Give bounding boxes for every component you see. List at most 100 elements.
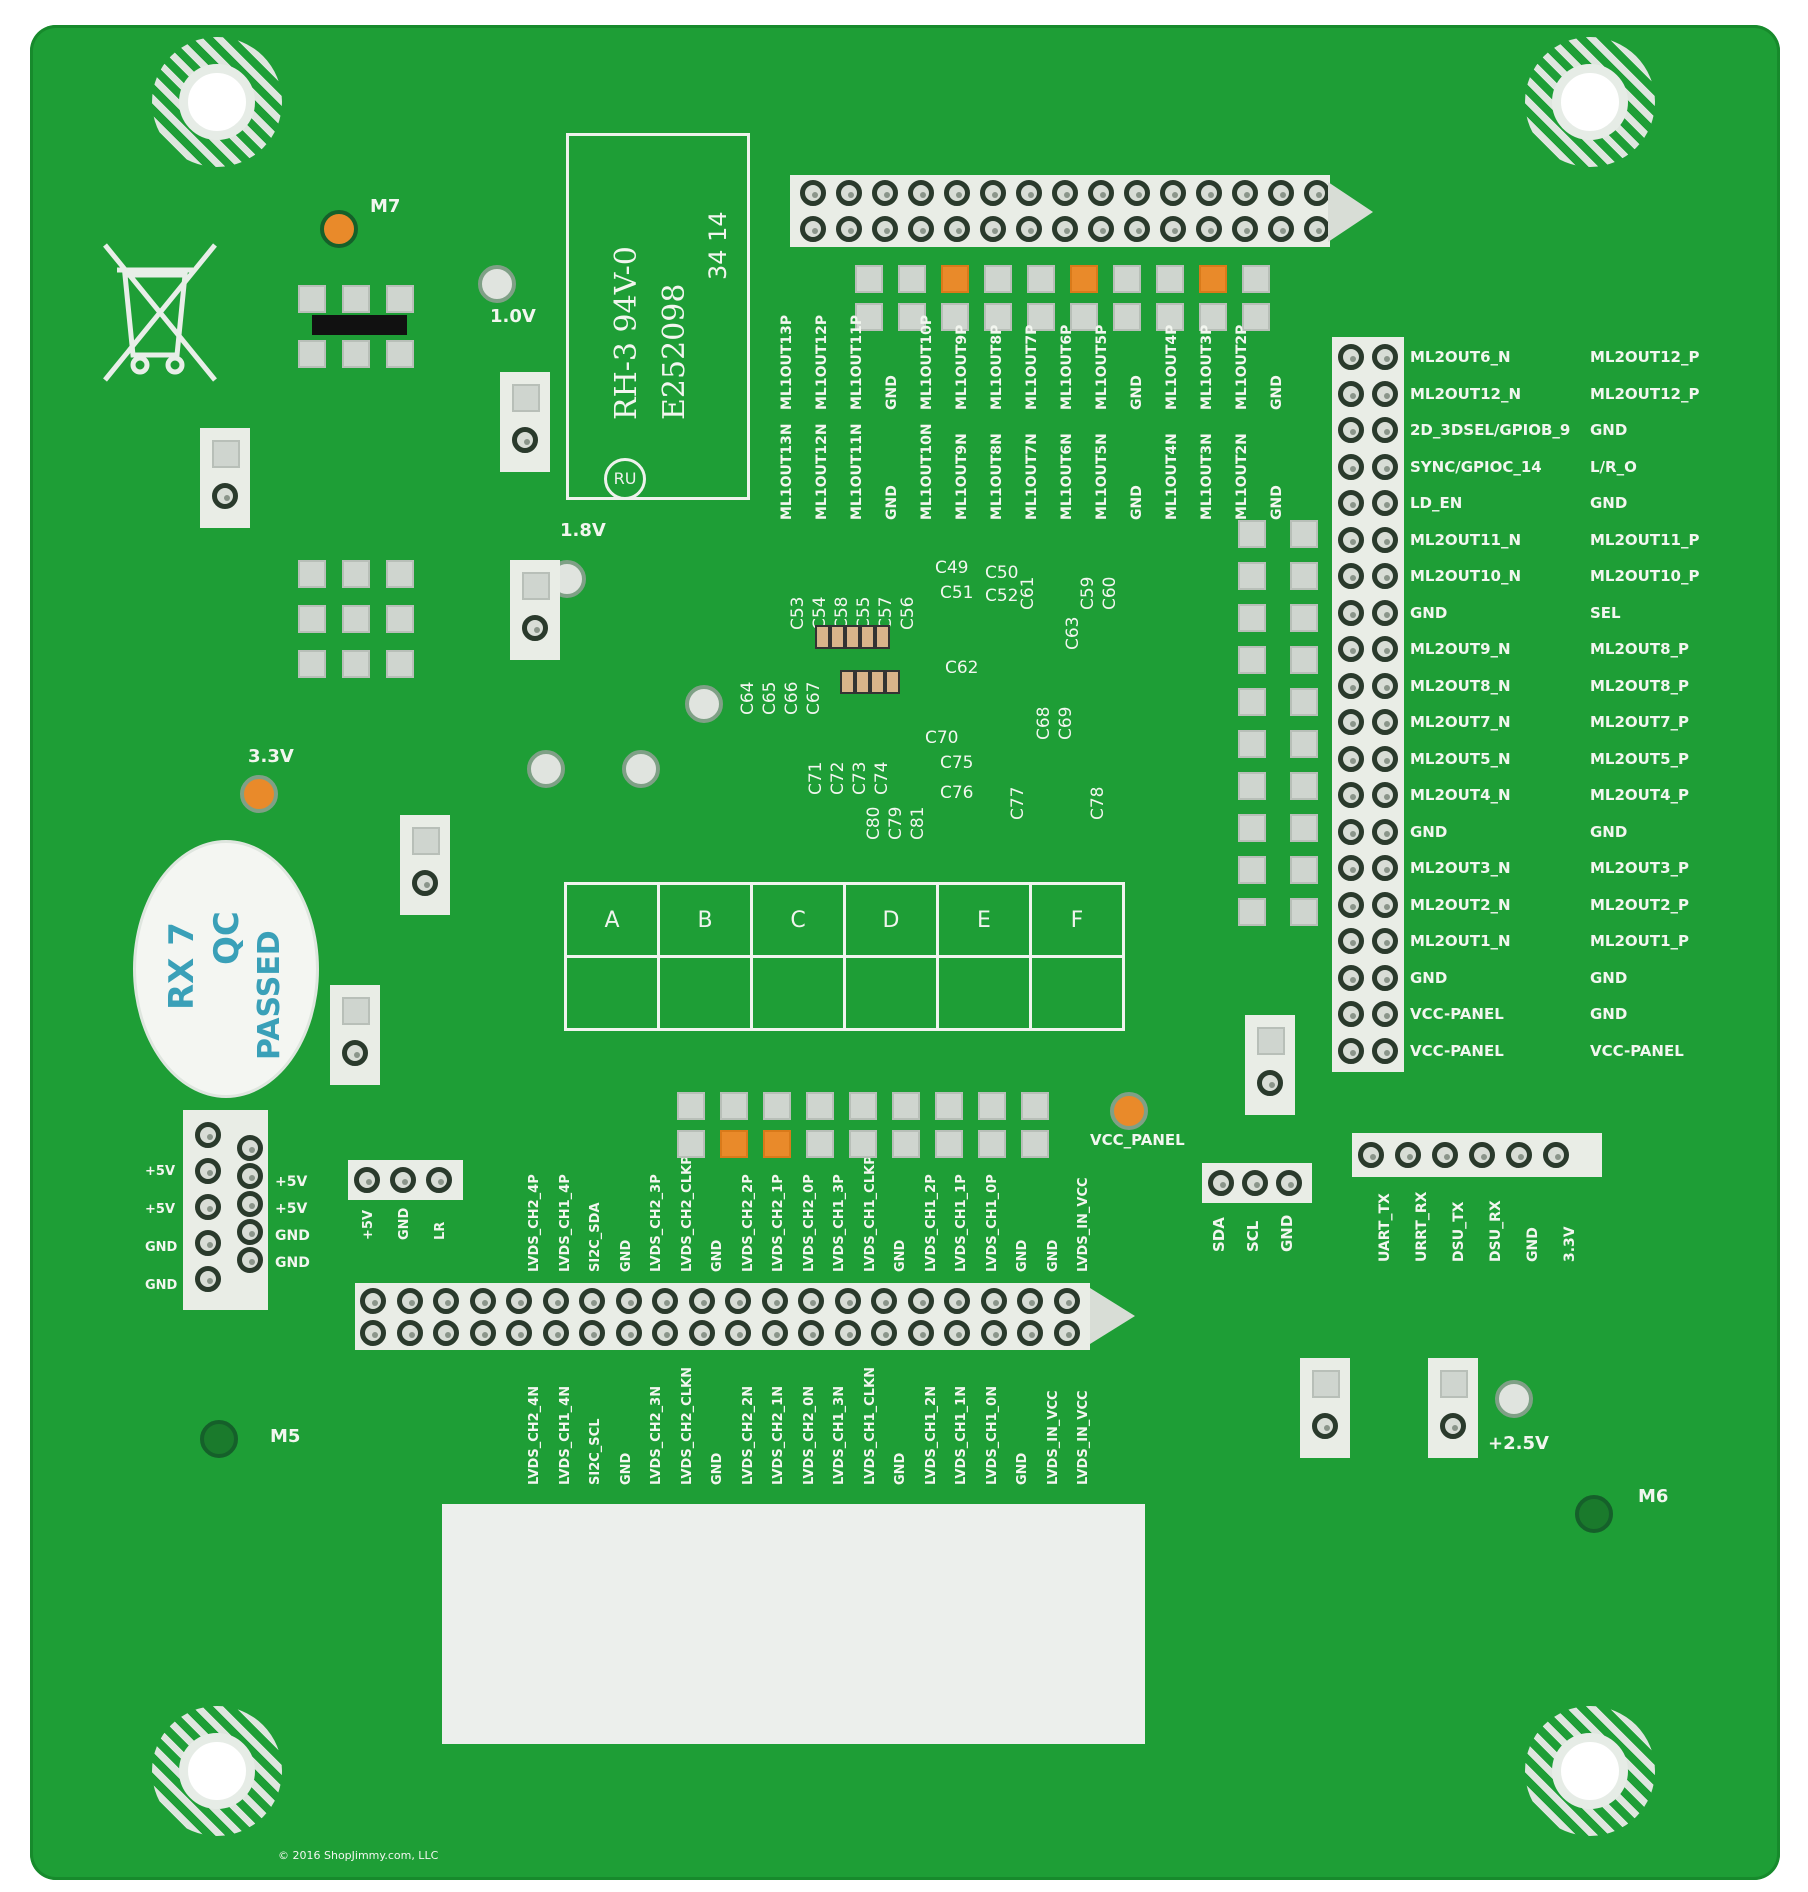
header-pin (1372, 1037, 1398, 1064)
lr-label: LR (433, 1221, 448, 1240)
smd-pad (1070, 303, 1098, 331)
grid-cell (1029, 955, 1125, 1031)
top-header-label: ML1OUT8P (989, 324, 1005, 410)
header-pin (195, 1158, 221, 1184)
header-pin (1232, 180, 1258, 206)
mounting-hole (1552, 1733, 1628, 1809)
header-pin (1338, 745, 1364, 772)
header-pin (212, 483, 238, 509)
header-pin (980, 216, 1006, 242)
bottom-header-bottom-label: LVDS_CH2_3N (649, 1385, 664, 1485)
header-pin (836, 180, 862, 206)
uart-label: DSU_TX (1451, 1201, 1467, 1262)
capacitor-label: C52 (985, 586, 1019, 606)
smd-pad (849, 1130, 877, 1158)
smd-pad (1290, 604, 1318, 632)
header-pin (944, 1288, 970, 1314)
header-pin (1124, 180, 1150, 206)
header-pin (1124, 216, 1150, 242)
right-header-label: ML2OUT12_N (1410, 384, 1522, 403)
capacitor-label: C59 (1078, 576, 1098, 610)
smd-pad (849, 1092, 877, 1120)
capacitor-label: C64 (738, 681, 758, 715)
right-header-label: GND (1590, 968, 1628, 987)
header-pin (1338, 964, 1364, 991)
header-pin (390, 1167, 416, 1193)
smd-pad (386, 285, 414, 313)
grid-cell (564, 955, 660, 1031)
right-header-label: ML2OUT11_N (1410, 530, 1522, 549)
smd-pad (855, 303, 883, 331)
header-latch-tip (1328, 182, 1373, 242)
grid-cell (750, 955, 846, 1031)
bottom-header-top-label: LVDS_CH1_3P (832, 1174, 847, 1272)
smd-pad (522, 572, 550, 600)
header-pin (1372, 964, 1398, 991)
uart-label: 3.3V (1562, 1226, 1578, 1262)
header-pin (506, 1320, 532, 1346)
header-pin (725, 1320, 751, 1346)
header-pin (1268, 180, 1294, 206)
bottom-header-top-label: GND (1045, 1239, 1061, 1272)
right-header-label: ML2OUT8_P (1590, 676, 1690, 695)
top-header-label: GND (884, 375, 900, 410)
smd-pad (342, 650, 370, 678)
smd-pad (1027, 303, 1055, 331)
header-pin (1338, 563, 1364, 589)
mounting-hole (1552, 64, 1628, 140)
header-pin (1338, 709, 1364, 735)
header-pin (798, 1288, 824, 1314)
header-pin (1372, 672, 1398, 699)
header-pin (1338, 490, 1364, 516)
lr-label: GND (397, 1207, 412, 1240)
bottom-header-bottom-label: GND (618, 1452, 634, 1485)
smd-pad (1238, 730, 1266, 758)
smd-pad (1238, 688, 1266, 716)
header-pin (1372, 344, 1398, 370)
right-header-label: ML2OUT10_P (1590, 567, 1700, 585)
sticker-text-1: RX 7 (162, 922, 202, 1010)
smd-pad (941, 303, 969, 331)
bottom-header-body (355, 1283, 1090, 1350)
capacitor-pad (860, 625, 875, 649)
capacitor-label: C51 (940, 583, 974, 603)
capacitor-label: C65 (760, 681, 780, 715)
capacitor-label: C70 (925, 728, 959, 748)
capacitor-label: C62 (945, 658, 979, 678)
sticker-text-3: PASSED (252, 930, 287, 1060)
bottom-header-top-label: LVDS_CH1_1P (954, 1174, 969, 1272)
header-pin (1338, 1037, 1364, 1064)
header-pin (800, 180, 826, 206)
right-header-label: ML2OUT2_N (1410, 895, 1511, 914)
smd-pad (1199, 303, 1227, 331)
header-pin (1160, 216, 1186, 242)
capacitor-label: C75 (940, 753, 974, 773)
smd-pad (1242, 265, 1270, 293)
top-header-label: ML1OUT11P (849, 314, 865, 410)
header-pin (1372, 526, 1398, 553)
header-pin (1338, 891, 1364, 918)
smd-pad (1113, 303, 1141, 331)
bottom-header-top-label: LVDS_CH2_0P (801, 1174, 817, 1272)
right-header-label: ML2OUT12_P (1590, 384, 1700, 403)
voltage-label-1v0: 1.0V (490, 306, 536, 327)
top-header-label: GND (1129, 485, 1145, 520)
capacitor-label: C79 (886, 806, 906, 840)
header-pin (798, 1320, 824, 1346)
right-header-label: ML2OUT4_P (1590, 786, 1690, 804)
smd-pad (298, 560, 326, 588)
header-pin (908, 216, 934, 242)
smd-pad (941, 265, 969, 293)
smd-pad (1312, 1370, 1340, 1398)
capacitor-pad (845, 625, 860, 649)
m7-label: M7 (370, 196, 401, 217)
right-header-label: ML2OUT4_N (1410, 786, 1511, 804)
header-pin (980, 180, 1006, 206)
header-pin (871, 1320, 897, 1346)
right-header-label: ML2OUT1_N (1410, 932, 1511, 950)
smd-pad (1156, 303, 1184, 331)
smd-pad (935, 1092, 963, 1120)
right-header-label: 2D_3DSEL/GPIOB_9 (1410, 421, 1571, 439)
header-pin (1338, 417, 1364, 443)
